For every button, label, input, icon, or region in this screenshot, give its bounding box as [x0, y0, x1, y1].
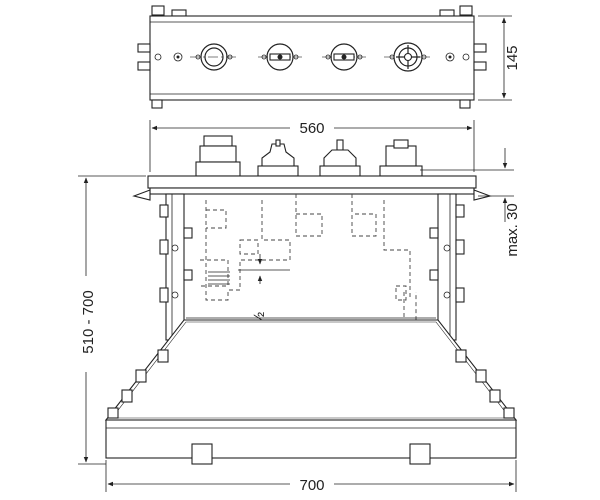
valve-spindle-icon — [319, 139, 361, 177]
dimension-base-width: 700 — [299, 477, 324, 494]
side-rail-right — [429, 193, 465, 341]
thread-marker-icon — [208, 271, 230, 285]
front-view: G ½ — [104, 135, 518, 465]
outlet-port-icon — [190, 43, 238, 71]
dimension-height-range: 510 - 700 — [80, 290, 97, 353]
dimension-max-depth: max. 30 — [504, 203, 521, 256]
dimension-height-group: 510 - 700 — [78, 175, 146, 465]
dimension-upper-width: 560 — [299, 120, 324, 137]
mounting-plate — [147, 175, 477, 189]
diverter-port-icon — [384, 42, 432, 72]
top-view: 145 — [137, 5, 521, 109]
base-frame — [104, 319, 518, 465]
screw-icon — [154, 52, 470, 62]
side-rail-left — [159, 193, 193, 341]
valve-port-icon — [322, 43, 366, 71]
valve-port-icon — [258, 43, 302, 71]
cartridge-icon — [195, 135, 241, 177]
dimension-depth-group: max. 30 — [420, 148, 521, 257]
dimension-base-group: 700 — [105, 460, 517, 494]
top-view-frame — [149, 15, 475, 101]
diverter-cartridge-icon — [379, 139, 423, 177]
dimension-560-group: 560 — [149, 118, 475, 172]
valve-spindle-icon — [257, 139, 299, 177]
dimension-top-height: 145 — [504, 45, 521, 70]
